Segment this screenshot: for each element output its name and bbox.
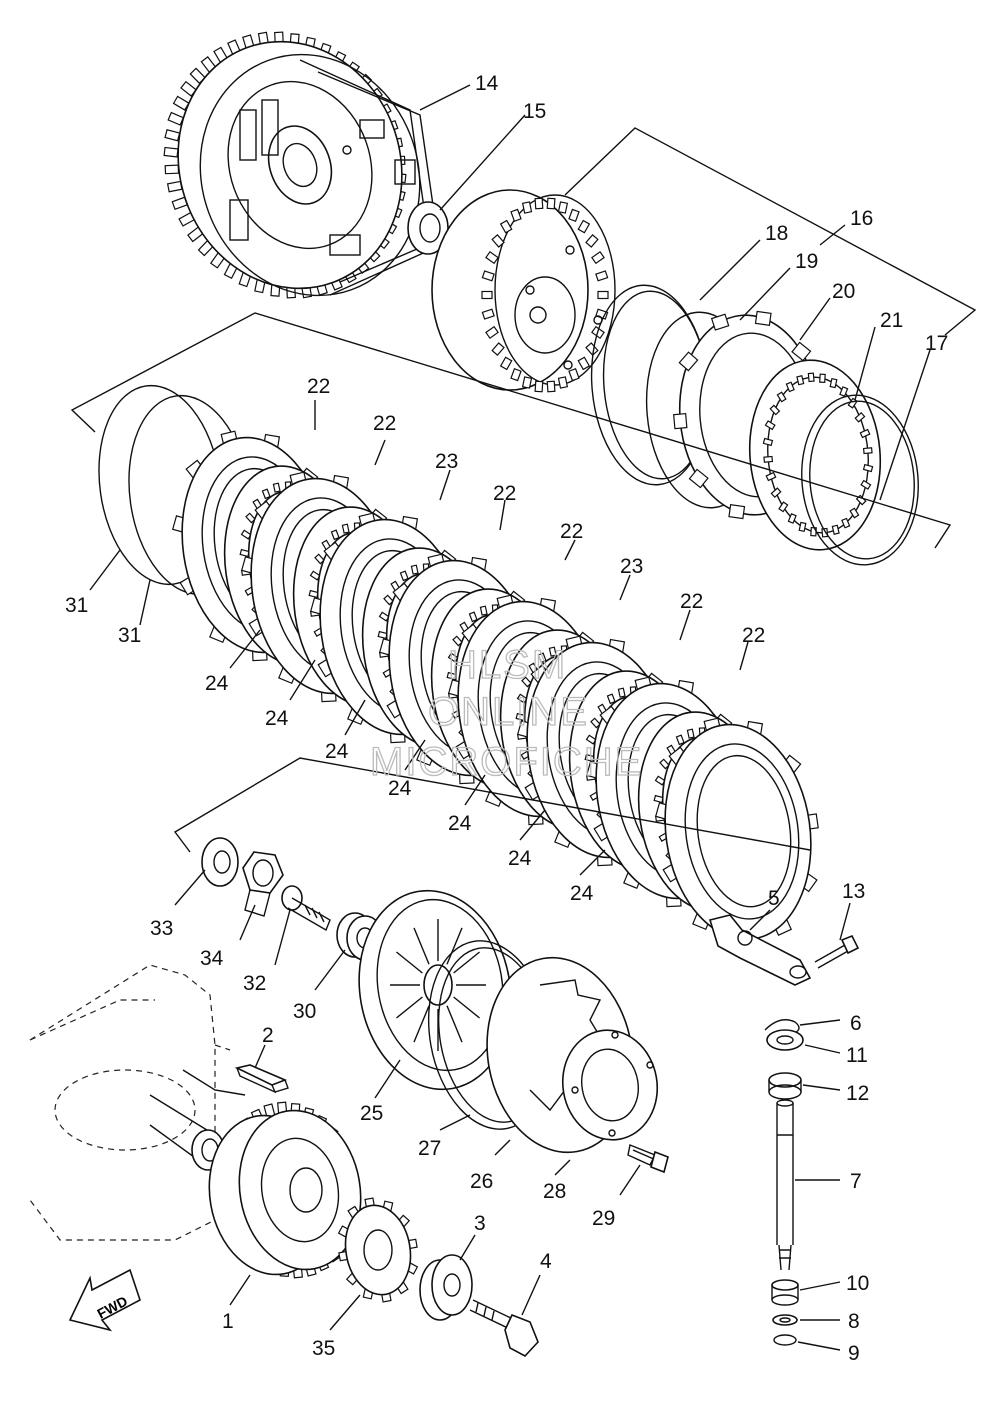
watermark-line-3: MICROFICHE [370,740,643,784]
callout-c32: 32 [243,972,266,995]
push-rod-32 [281,885,331,932]
callout-c33: 33 [150,917,173,940]
callout-c8: 8 [848,1310,860,1333]
clutch-housing-14 [163,31,439,299]
watermark-line-1: HLSM [448,643,567,687]
callout-c29: 29 [592,1207,615,1230]
callout-c22b: 22 [373,412,396,435]
callout-c24d: 24 [388,777,412,800]
callout-c34: 34 [200,947,224,970]
friction-plate-15 [654,717,819,949]
callout-c30: 30 [293,1000,316,1023]
push-lever-shaft-7 [776,1099,794,1271]
leader-lines [89,84,931,1351]
callout-c15: 15 [523,100,546,123]
washer-8 [772,1314,798,1326]
callout-c22f: 22 [742,624,765,647]
callout-c26: 26 [470,1170,493,1193]
ring-group-16 [590,284,919,566]
friction-and-clutch-plates [171,430,819,949]
washer-33 [201,837,239,887]
callout-c17: 17 [925,332,948,355]
callout-c16: 16 [850,207,873,230]
callout-c31a: 31 [65,594,88,617]
callout-c22d: 22 [560,520,583,543]
bearing-10 [771,1279,799,1306]
fwd-arrow: FWD [68,1268,141,1332]
callout-c28: 28 [543,1180,566,1203]
callout-c12: 12 [846,1082,869,1105]
callout-c23a: 23 [435,450,458,473]
callout-c22e: 22 [680,590,703,613]
group-bracket-top [564,127,977,336]
clutch-boss [431,189,616,393]
callout-c7: 7 [850,1170,862,1193]
primary-driven-gear-1 [208,1101,362,1279]
callout-c23b: 23 [620,555,643,578]
callout-c24c: 24 [325,740,349,763]
callout-c24f: 24 [508,847,532,870]
callout-c6: 6 [850,1012,862,1035]
callout-c20: 20 [832,280,855,303]
push-lever-5 [708,914,812,986]
bolt-29 [627,1144,669,1174]
callout-c24a: 24 [205,672,229,695]
lock-washer-35 [337,1197,419,1303]
nut-34 [242,851,284,917]
key-2 [234,1064,289,1094]
pressure-plate-bracket [173,757,811,853]
callout-c14: 14 [475,72,499,95]
callout-c31b: 31 [118,624,141,647]
callout-c22a: 22 [307,375,330,398]
watermark: HLSM ONLINE MICROFICHE [369,642,643,784]
callout-c24e: 24 [448,812,472,835]
pressure-plate-25 [358,889,512,1091]
callout-c22c: 22 [493,482,516,505]
callout-c25: 25 [360,1102,383,1125]
callout-c10: 10 [846,1272,869,1295]
callout-c19: 19 [795,250,818,273]
callout-c9: 9 [848,1342,860,1365]
oil-seal-11 [766,1029,804,1051]
circlip-9 [773,1334,797,1346]
callout-labels: 1415161718192021222222222222232324242424… [65,72,948,1365]
callout-c5: 5 [768,887,780,910]
washer-3 [419,1254,473,1321]
callout-c13: 13 [842,880,865,903]
callout-c2: 2 [262,1024,274,1047]
callout-c24g: 24 [570,882,594,905]
callout-c35: 35 [312,1337,335,1360]
bearing-12 [768,1072,802,1100]
bolt-4 [469,1299,539,1357]
callout-c24b: 24 [265,707,289,730]
callout-c1: 1 [222,1310,234,1333]
callout-c4: 4 [540,1250,552,1273]
callout-c11: 11 [846,1044,868,1067]
watermark-line-2: ONLINE [428,690,589,734]
callout-c18: 18 [765,222,788,245]
spring-retainer-28 [561,1029,659,1141]
callout-c27: 27 [418,1137,441,1160]
bolt-13 [814,934,860,969]
callout-c3: 3 [474,1212,486,1235]
callout-c21: 21 [880,309,903,332]
plate-pack-bracket [70,312,952,549]
